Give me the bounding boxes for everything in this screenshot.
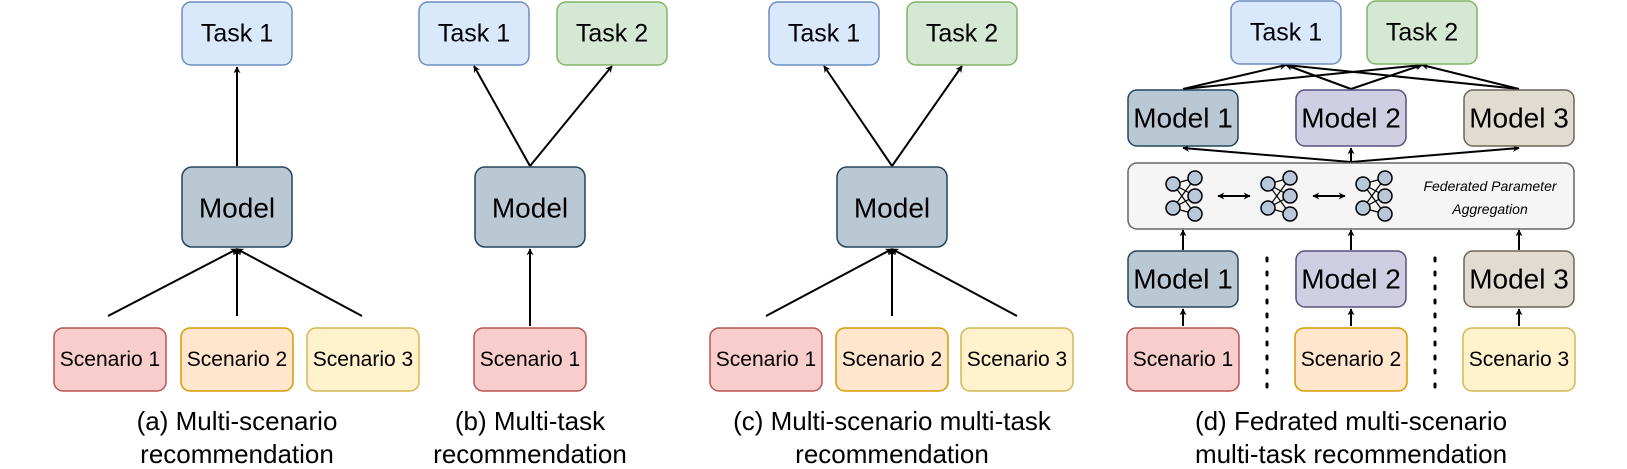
edge-d-m3-task1 <box>1285 62 1520 90</box>
task2-box: Task 2 <box>906 1 1018 66</box>
caption-d-line2: multi-task recommendation <box>1195 439 1507 469</box>
scenario2-label: Scenario 2 <box>1301 348 1401 371</box>
scenario2-box: Scenario 2 <box>1294 327 1408 392</box>
top-model2-label: Model 2 <box>1301 103 1401 134</box>
scenario1-label: Scenario 1 <box>716 348 816 371</box>
edge-d-m3-task2 <box>1421 63 1520 90</box>
scenario1-box: Scenario 1 <box>709 327 823 392</box>
edge-a-s1-model <box>107 248 238 317</box>
model-box: Model <box>474 166 586 248</box>
task2-label: Task 2 <box>576 20 648 48</box>
task1-box: Task 1 <box>768 1 880 66</box>
scenario1-box: Scenario 1 <box>473 327 587 392</box>
task2-box: Task 2 <box>1366 0 1478 65</box>
task1-label: Task 1 <box>788 20 860 48</box>
task2-label: Task 2 <box>926 20 998 48</box>
caption-b-line1: (b) Multi-task <box>455 406 606 436</box>
edge-c-model-task2 <box>891 65 963 167</box>
edge-a-s3-model <box>236 248 363 317</box>
model-box: Model <box>836 166 948 248</box>
top-model2-box: Model 2 <box>1295 89 1407 147</box>
panel-a: Task 1 Model Scenario 1 Scenario 2 Scena… <box>53 1 420 469</box>
edge-d-m1-task1 <box>1182 63 1287 90</box>
edge-d-m2-task2 <box>1350 63 1423 90</box>
scenario1-label: Scenario 1 <box>60 348 160 371</box>
scenario3-box: Scenario 3 <box>306 327 420 392</box>
top-model3-label: Model 3 <box>1469 103 1569 134</box>
task2-label: Task 2 <box>1386 19 1458 47</box>
federated-label-line1: Federated Parameter <box>1423 178 1557 194</box>
scenario3-label: Scenario 3 <box>967 348 1067 371</box>
edge-d-fed-m3 <box>1350 145 1520 163</box>
top-model3-box: Model 3 <box>1463 89 1575 147</box>
task1-box: Task 1 <box>1230 0 1342 65</box>
federated-label-line2: Aggregation <box>1451 201 1528 217</box>
caption-a-line2: recommendation <box>140 439 334 469</box>
panel-c: Task 1 Task 2 Model Scenario 1 Scenario … <box>709 1 1074 469</box>
scenario3-label: Scenario 3 <box>1469 348 1569 371</box>
scenario3-box: Scenario 3 <box>960 327 1074 392</box>
edge-c-s1-model <box>765 248 893 317</box>
scenario3-label: Scenario 3 <box>313 348 413 371</box>
bottom-model3-label: Model 3 <box>1469 264 1569 295</box>
scenario2-box: Scenario 2 <box>835 327 949 392</box>
edge-d-m2-task1 <box>1285 63 1352 90</box>
scenario2-label: Scenario 2 <box>842 348 942 371</box>
edge-b-model-task1 <box>473 65 531 167</box>
panel-d: Task 1 Task 2 Model 1 Model 2 Model 3 <box>1126 0 1576 469</box>
bottom-model3-box: Model 3 <box>1463 250 1575 308</box>
top-model1-label: Model 1 <box>1133 103 1233 134</box>
edge-d-fed-m1 <box>1182 145 1352 163</box>
neural-network-icon <box>1355 170 1393 222</box>
caption-d-line1: (d) Fedrated multi-scenario <box>1195 406 1507 436</box>
model-box: Model <box>181 166 293 248</box>
model-label: Model <box>492 193 568 224</box>
scenario1-label: Scenario 1 <box>1133 348 1233 371</box>
task1-box: Task 1 <box>181 1 293 66</box>
edge-b-model-task2 <box>529 65 613 167</box>
bottom-model2-label: Model 2 <box>1301 264 1401 295</box>
federated-aggregation-box: Federated Parameter Aggregation <box>1127 162 1575 230</box>
model-label: Model <box>854 193 930 224</box>
task1-label: Task 1 <box>1250 19 1322 47</box>
task2-box: Task 2 <box>556 1 668 66</box>
top-model1-box: Model 1 <box>1127 89 1239 147</box>
task1-label: Task 1 <box>201 20 273 48</box>
edge-c-model-task1 <box>823 65 893 167</box>
caption-c-line1: (c) Multi-scenario multi-task <box>733 406 1052 436</box>
task1-label: Task 1 <box>438 20 510 48</box>
edge-c-s3-model <box>891 248 1018 317</box>
model-label: Model <box>199 193 275 224</box>
neural-network-icon <box>1165 170 1203 222</box>
caption-c-line2: recommendation <box>795 439 989 469</box>
bottom-model2-box: Model 2 <box>1295 250 1407 308</box>
panel-b: Task 1 Task 2 Model Scenario 1 (b) Multi… <box>418 1 668 469</box>
bottom-model1-label: Model 1 <box>1133 264 1233 295</box>
task1-box: Task 1 <box>418 1 530 66</box>
edge-d-m1-task2 <box>1182 62 1423 90</box>
scenario2-label: Scenario 2 <box>187 348 287 371</box>
scenario1-label: Scenario 1 <box>480 348 580 371</box>
neural-network-icon <box>1260 170 1298 222</box>
caption-a-line1: (a) Multi-scenario <box>137 406 338 436</box>
scenario1-box: Scenario 1 <box>53 327 167 392</box>
scenario1-box: Scenario 1 <box>1126 327 1240 392</box>
bottom-model1-box: Model 1 <box>1127 250 1239 308</box>
caption-b-line2: recommendation <box>433 439 627 469</box>
scenario3-box: Scenario 3 <box>1462 327 1576 392</box>
scenario2-box: Scenario 2 <box>180 327 294 392</box>
